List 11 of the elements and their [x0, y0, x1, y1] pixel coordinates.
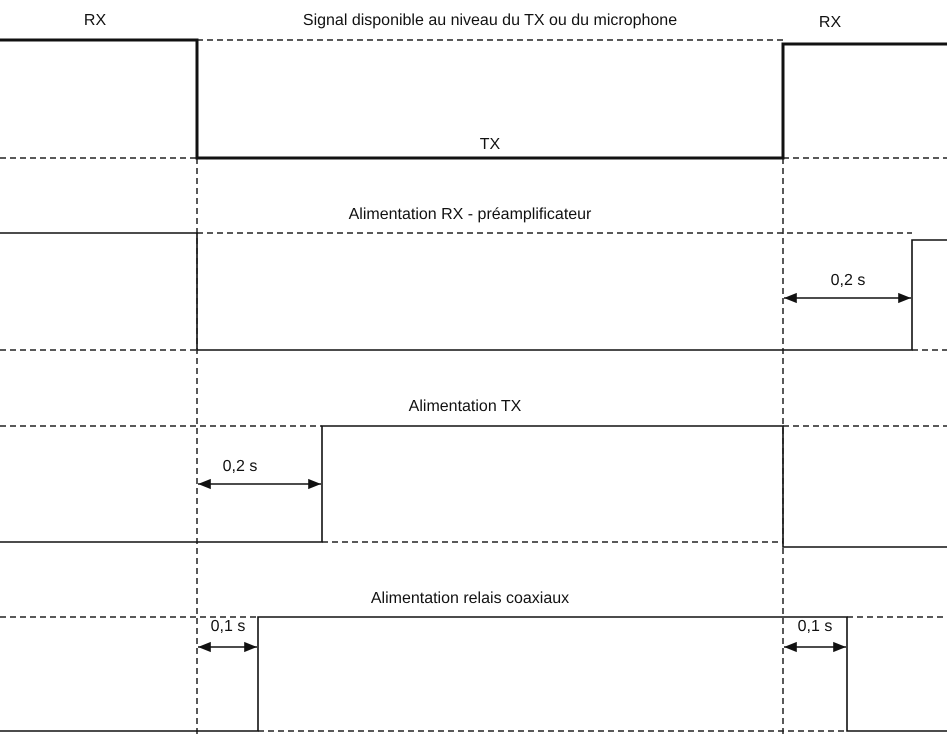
duration-label: 0,1 s	[210, 618, 246, 636]
signal-state-label: RX	[84, 12, 106, 30]
signal-state-label: RX	[818, 14, 842, 32]
signal-title: Alimentation relais coaxiaux	[370, 590, 570, 608]
signal-title: Alimentation RX - préamplificateur	[348, 206, 592, 224]
duration-label: 0,2 s	[830, 272, 866, 290]
signal-state-label: TX	[480, 136, 500, 154]
duration-label: 0,1 s	[798, 618, 832, 636]
signal-title: Signal disponible au niveau du TX ou du microphone	[302, 12, 678, 30]
duration-label: 0,2 s	[222, 458, 258, 476]
signal-title: Alimentation TX	[408, 398, 522, 416]
